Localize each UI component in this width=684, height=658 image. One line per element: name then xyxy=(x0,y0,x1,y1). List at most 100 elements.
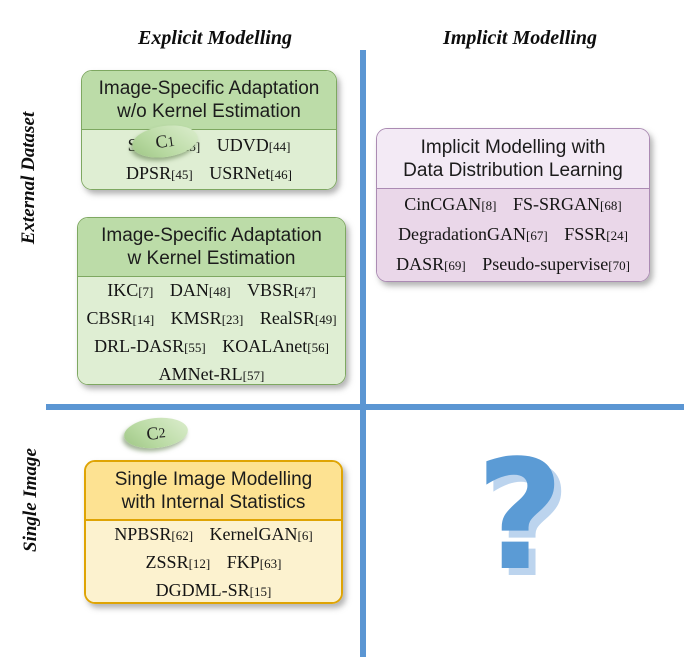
method-citation: [57] xyxy=(242,368,265,383)
method-citation: [49] xyxy=(314,312,337,327)
method-name: DGDML-SR xyxy=(155,580,250,600)
method-citation: [69] xyxy=(444,258,466,273)
method-line: NPBSR[62] KernelGAN[6] xyxy=(108,521,318,549)
method-citation: [12] xyxy=(188,556,211,571)
method-citation: [63] xyxy=(259,556,282,571)
method-name: Pseudo-supervise xyxy=(482,254,609,274)
method-citation: [62] xyxy=(171,528,194,543)
method-line: DGDML-SR[15] xyxy=(150,577,278,602)
method: RealSR[49] xyxy=(260,308,337,328)
method: DRL-DASR[55] xyxy=(94,336,206,356)
method: CBSR[14] xyxy=(86,308,154,328)
category-c2-title: Image-Specific Adaptation w Kernel Estim… xyxy=(78,218,345,277)
category-c2-box: Image-Specific Adaptation w Kernel Estim… xyxy=(77,217,346,385)
method-citation: [14] xyxy=(132,312,155,327)
title-line: Data Distribution Learning xyxy=(403,159,623,181)
method: DegradationGAN[67] xyxy=(398,224,548,244)
method-name: CBSR xyxy=(86,308,133,328)
method-line: IKC[7] DAN[48] VBSR[47] xyxy=(101,277,322,305)
method-name: ZSSR xyxy=(145,552,189,572)
category-c4-methods: CinCGAN[8] FS-SRGAN[68] DegradationGAN[6… xyxy=(377,189,649,281)
method-citation: [15] xyxy=(249,584,272,599)
title-line: w Kernel Estimation xyxy=(127,248,296,269)
method-line: CinCGAN[8] FS-SRGAN[68] xyxy=(398,190,627,220)
badge-number: 2 xyxy=(157,426,167,442)
method-citation: [8] xyxy=(481,198,497,213)
category-c4-box: Implicit Modelling with Data Distributio… xyxy=(376,128,650,282)
category-c3-methods: NPBSR[62] KernelGAN[6] ZSSR[12] FKP[63] … xyxy=(86,521,341,602)
method: FSSR[24] xyxy=(564,224,628,244)
category-c4-title: Implicit Modelling with Data Distributio… xyxy=(377,129,649,189)
method-name: AMNet-RL xyxy=(158,364,243,384)
method: Pseudo-supervise[70] xyxy=(482,254,630,274)
method-citation: [23] xyxy=(221,312,244,327)
method-citation: [70] xyxy=(608,258,630,273)
method: USRNet[46] xyxy=(209,163,292,183)
method-name: KMSR xyxy=(170,308,222,328)
method: IKC[7] xyxy=(107,280,153,300)
method: ZSSR[12] xyxy=(146,552,211,572)
method: KMSR[23] xyxy=(171,308,244,328)
method-line: DASR[69] Pseudo-supervise[70] xyxy=(390,250,636,280)
method-citation: [48] xyxy=(208,284,231,299)
method-citation: [44] xyxy=(268,138,291,154)
open-question-mark: ? xyxy=(475,427,565,604)
method-name: USRNet xyxy=(209,162,271,183)
method-citation: [55] xyxy=(184,340,206,355)
method-name: IKC xyxy=(107,280,139,300)
divider-horizontal xyxy=(46,404,684,410)
method-citation: [6] xyxy=(297,528,313,543)
title-line: with Internal Statistics xyxy=(121,491,306,513)
title-line: Image-Specific Adaptation xyxy=(101,225,322,246)
method: DAN[48] xyxy=(170,280,231,300)
method-citation: [47] xyxy=(294,284,316,299)
method-line: DegradationGAN[67] FSSR[24] xyxy=(392,220,634,250)
divider-vertical xyxy=(360,50,366,657)
method-name: DRL-DASR xyxy=(94,336,185,356)
category-c3: C3 Single Image Modelling with Internal … xyxy=(84,460,343,604)
method-name: VBSR xyxy=(247,280,295,300)
method-name: DegradationGAN xyxy=(398,224,527,244)
method-name: KOALAnet xyxy=(222,336,308,356)
method-line: CBSR[14] KMSR[23] RealSR[49] xyxy=(80,305,342,333)
category-c1-methods: SRMD[13] UDVD[44] DPSR[45] USRNet[46] xyxy=(82,130,336,189)
title-line: Single Image Modelling xyxy=(114,468,313,490)
method-name: CinCGAN xyxy=(404,194,482,214)
row-label-single-image: Single Image xyxy=(20,448,41,552)
method-citation: [67] xyxy=(526,228,548,243)
method-name: DASR xyxy=(396,254,445,274)
method: DGDML-SR[15] xyxy=(156,580,272,600)
title-line: Image-Specific Adaptation xyxy=(98,78,320,99)
category-c2-methods: IKC[7] DAN[48] VBSR[47] CBSR[14] KMSR[23… xyxy=(78,277,345,384)
method-name: RealSR xyxy=(259,308,315,328)
method-citation: [46] xyxy=(270,166,292,182)
method: DASR[69] xyxy=(396,254,466,274)
method-citation: [7] xyxy=(138,284,154,299)
method-line: ZSSR[12] FKP[63] xyxy=(140,549,288,577)
category-c3-box: Single Image Modelling with Internal Sta… xyxy=(84,460,343,604)
method-name: FKP xyxy=(226,552,260,572)
method: FS-SRGAN[68] xyxy=(513,194,622,214)
method-citation: [56] xyxy=(307,340,329,355)
column-header-explicit-modelling: Explicit Modelling xyxy=(138,27,292,49)
method: DPSR[45] xyxy=(126,163,193,183)
category-c4: C4 Implicit Modelling with Data Distribu… xyxy=(376,128,650,282)
method-name: NPBSR xyxy=(114,524,172,544)
method: VBSR[47] xyxy=(247,280,316,300)
title-line: w/o Kernel Estimation xyxy=(117,101,301,122)
badge-letter: C xyxy=(145,422,160,444)
method-line: AMNet-RL[57] xyxy=(153,361,271,384)
method-citation: [45] xyxy=(171,166,193,182)
method-name: DAN xyxy=(169,280,209,300)
column-header-implicit-modelling: Implicit Modelling xyxy=(443,27,597,49)
method-name: UDVD xyxy=(216,134,269,155)
method-name: DPSR xyxy=(126,162,172,183)
method-line: DRL-DASR[55] KOALAnet[56] xyxy=(88,333,335,361)
method: NPBSR[62] xyxy=(114,524,193,544)
method: KernelGAN[6] xyxy=(210,524,313,544)
method-name: FS-SRGAN xyxy=(512,194,601,214)
method-citation: [24] xyxy=(606,228,628,243)
